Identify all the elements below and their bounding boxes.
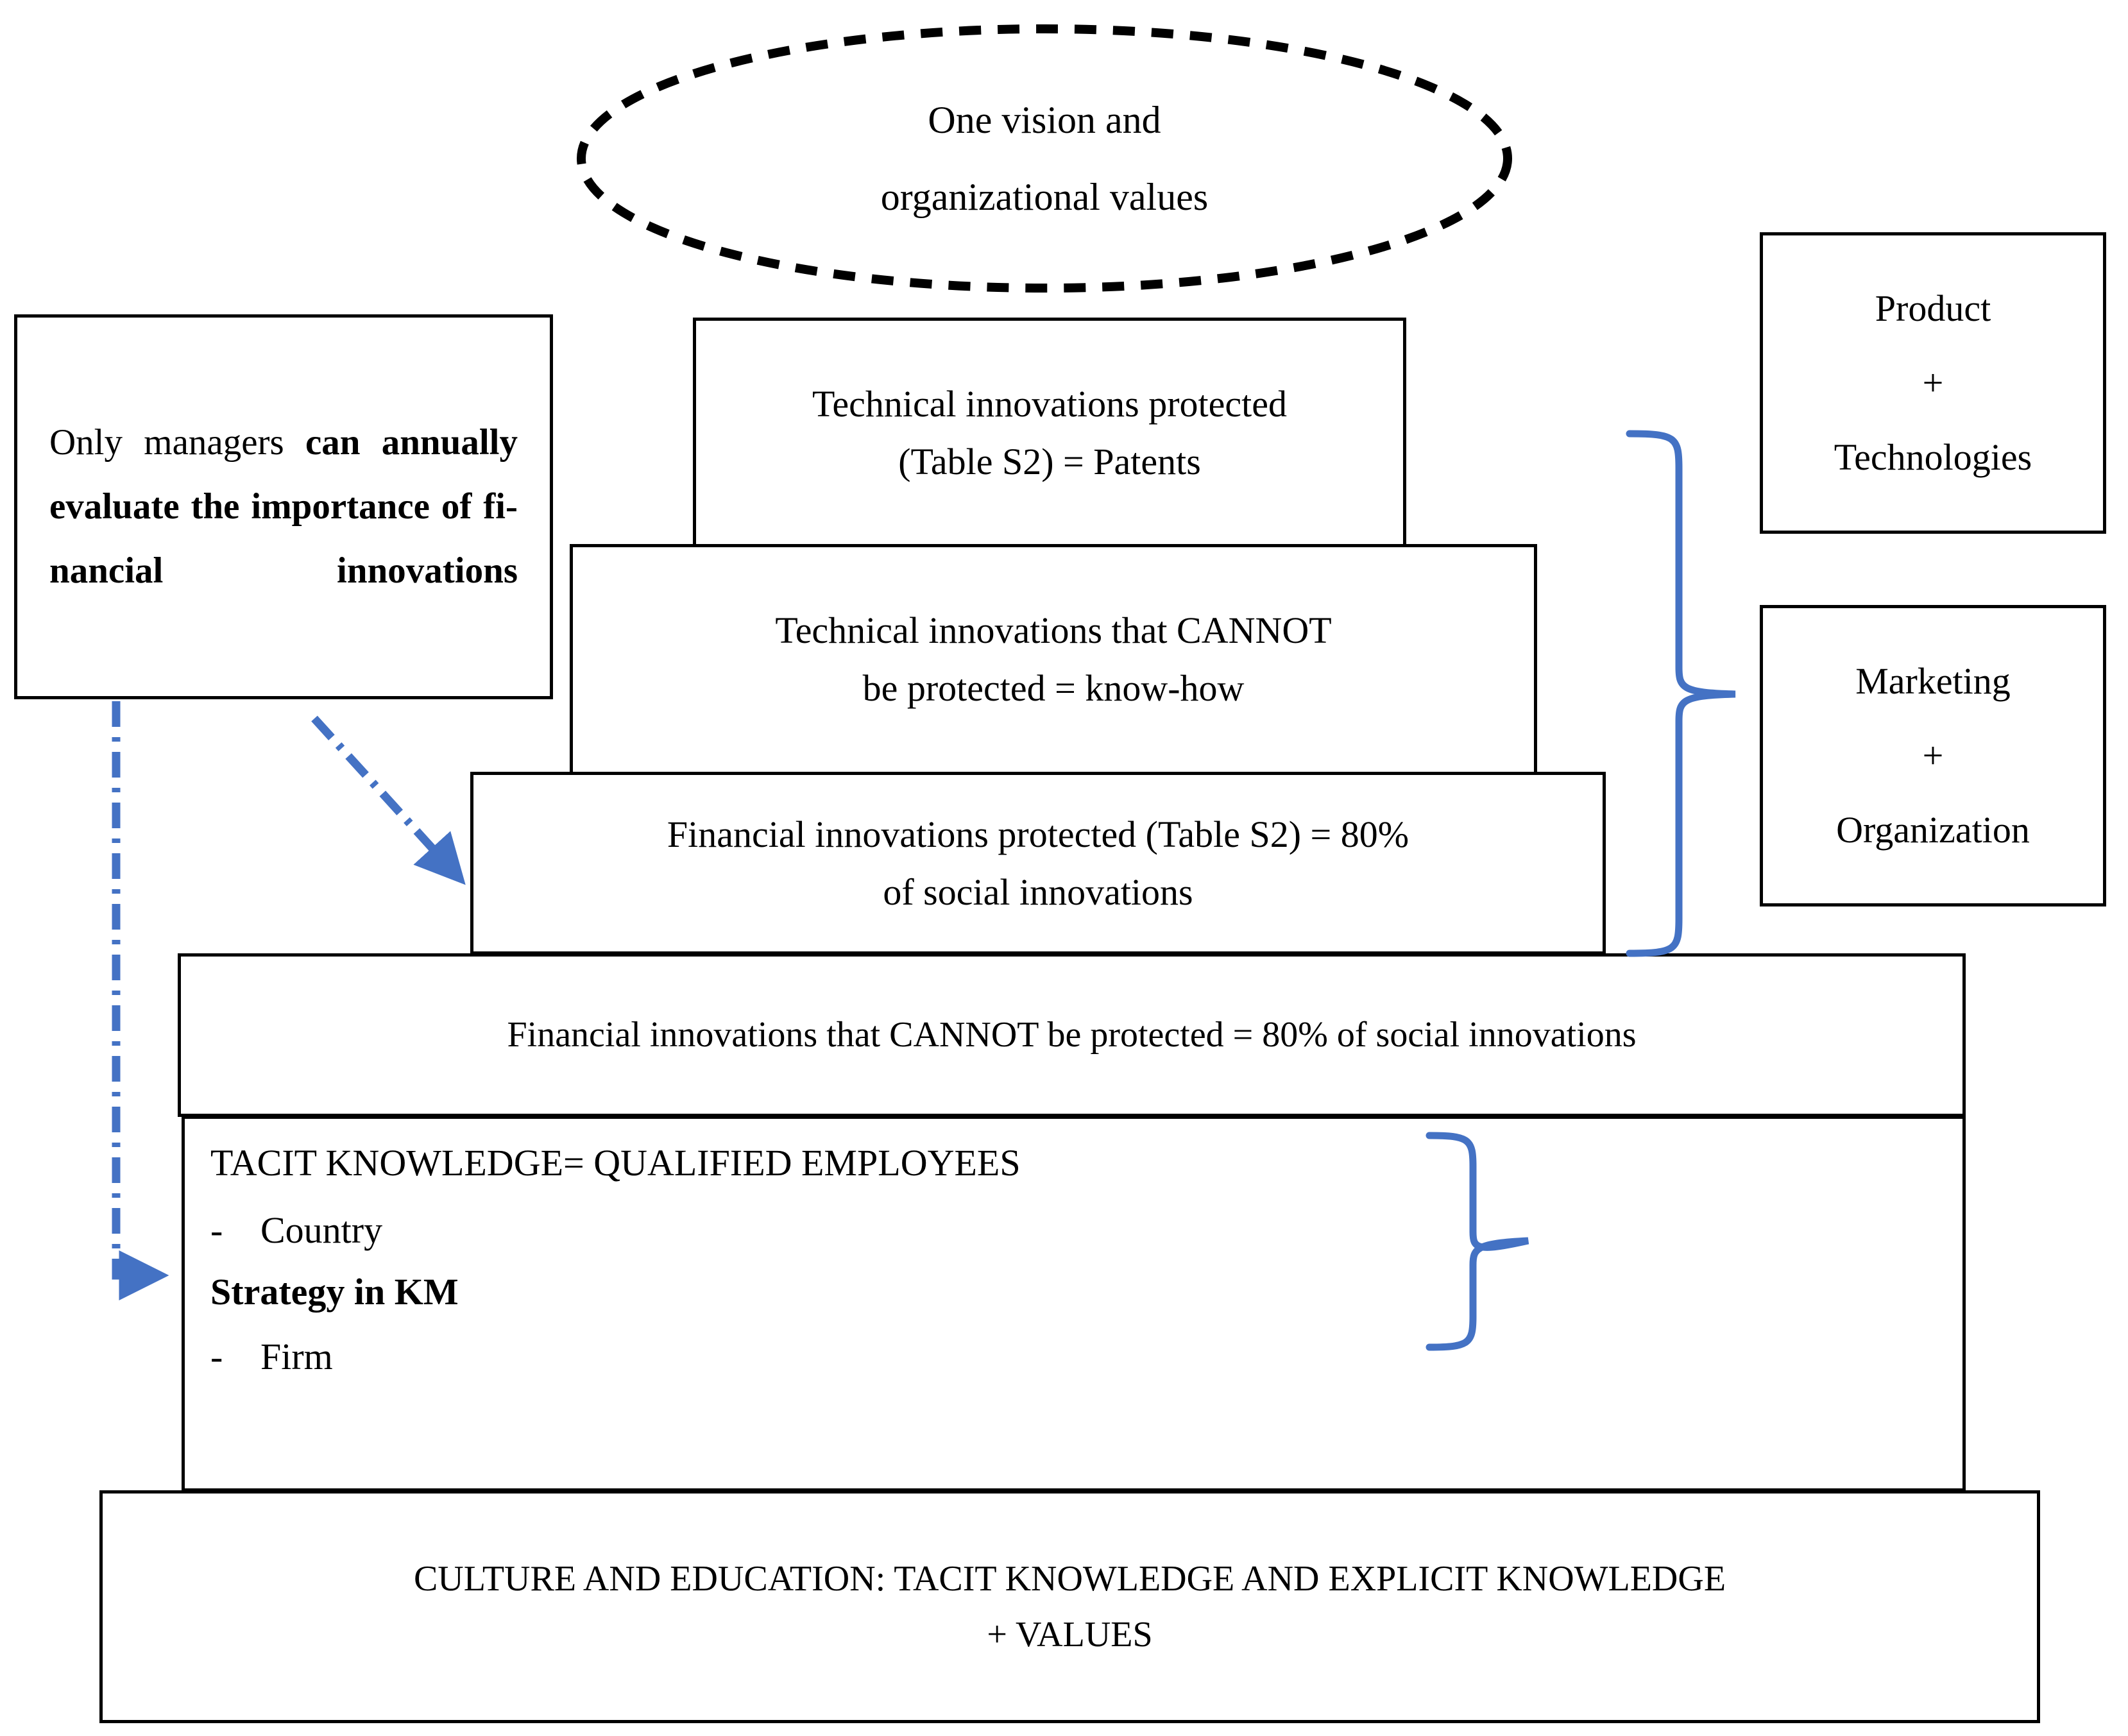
tier6-line-1: CULTURE AND EDUCATION: TACIT KNOWLEDGE A…: [413, 1558, 1726, 1599]
tier3-line-2: of social innovations: [883, 871, 1193, 913]
tier-financial-unprotected-box: Financial innovations that CANNOT be pro…: [178, 953, 1966, 1117]
tier-financial-protected-box: Financial innovations protected (Table S…: [470, 772, 1606, 955]
vision-line-2: organizational values: [880, 176, 1209, 218]
tier4-line-1: Financial innovations that CANNOT be pro…: [507, 1015, 1637, 1055]
product-technologies-box: Product + Technologies: [1760, 232, 2106, 534]
tier6-line-2: + VALUES: [987, 1614, 1153, 1655]
arrow-note-to-financial-protected: [311, 715, 466, 885]
arrow-note-to-tacit-knowledge: [112, 701, 169, 1300]
tacit-bullet-country: -Country: [210, 1209, 382, 1252]
brace-innovation-groups: [1626, 430, 1736, 957]
bullet-dash-firm: -: [210, 1336, 223, 1378]
product-line-3: Technologies: [1834, 436, 2032, 478]
tier2-line-1: Technical innovations that CANNOT: [775, 609, 1332, 652]
tier-culture-education-box: CULTURE AND EDUCATION: TACIT KNOWLEDGE A…: [99, 1490, 2040, 1723]
marketing-plus-sign: +: [1922, 735, 1944, 776]
product-plus-sign: +: [1922, 362, 1944, 404]
marketing-organization-box: Marketing + Organization: [1760, 605, 2106, 906]
tacit-bullet-firm-label: Firm: [260, 1336, 333, 1378]
tier1-line-2: (Table S2) = Patents: [898, 441, 1201, 482]
tier2-line-2: be protected = know-how: [862, 667, 1245, 709]
vision-ellipse-text: One vision and organizational values: [576, 24, 1513, 293]
managers-note-regular: Only managers: [49, 422, 305, 463]
vision-line-1: One vision and: [928, 99, 1161, 141]
vision-ellipse: One vision and organizational values: [576, 24, 1513, 293]
tacit-bullet-firm: -Firm: [210, 1336, 333, 1379]
tier-tacit-knowledge-box: TACIT KNOWLEDGE= QUALIFIED EMPLOYEES -Co…: [182, 1116, 1966, 1492]
tier1-line-1: Technical innovations protected: [812, 383, 1287, 425]
managers-note-bold: can annually evaluate the importance of …: [49, 422, 518, 591]
tier3-line-1: Financial innovations protected (Table S…: [667, 813, 1409, 855]
tier-technical-unprotected-box: Technical innovations that CANNOT be pro…: [570, 544, 1537, 775]
tacit-heading: TACIT KNOWLEDGE= QUALIFIED EMPLOYEES: [210, 1142, 1021, 1184]
tier-technical-protected-box: Technical innovations protected (Table S…: [693, 318, 1406, 549]
tacit-bullet-country-label: Country: [260, 1209, 383, 1251]
marketing-line-1: Marketing: [1855, 660, 2011, 702]
managers-note-text: Only managers can annually evaluate the …: [49, 411, 518, 602]
product-line-1: Product: [1875, 287, 1991, 329]
marketing-line-3: Organization: [1836, 809, 2030, 851]
tacit-strategy-in-km: Strategy in KM: [210, 1271, 459, 1313]
managers-note-box: Only managers can annually evaluate the …: [14, 314, 553, 699]
bullet-dash-country: -: [210, 1209, 223, 1251]
